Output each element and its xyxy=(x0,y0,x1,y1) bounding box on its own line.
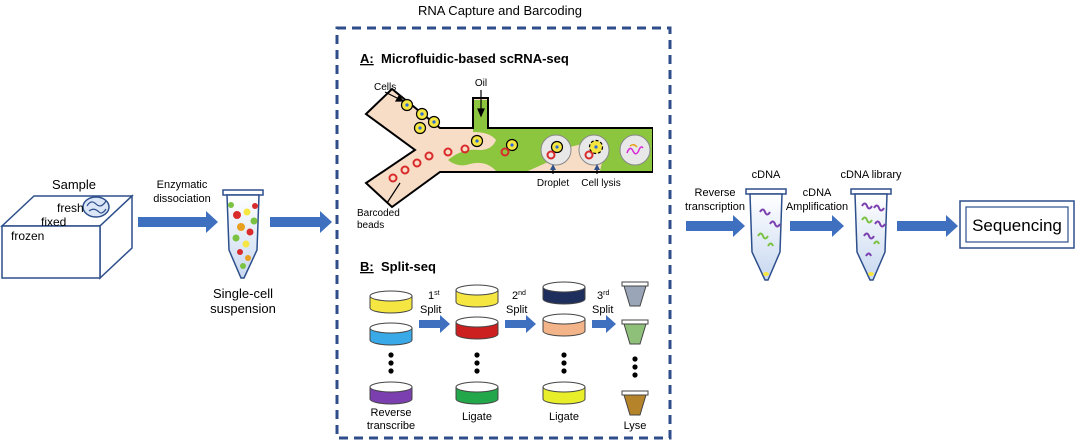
lysis-label: Cell lysis xyxy=(581,178,620,189)
ligate-label-1: Ligate xyxy=(462,411,492,423)
oil-label: Oil xyxy=(475,78,487,89)
split-2-word: Split xyxy=(506,304,527,316)
dissociation-label-1: Enzymatic xyxy=(157,179,208,191)
split-column-4 xyxy=(621,281,649,416)
sample-label: Sample xyxy=(52,177,96,192)
reverse-transcribe-label-2: transcribe xyxy=(367,420,415,432)
beads-label-2: beads xyxy=(357,220,384,231)
ellipsis-dots xyxy=(388,352,638,378)
panel-b-letter: B: xyxy=(360,259,374,274)
diagram-title: RNA Capture and Barcoding xyxy=(418,3,582,18)
suspension-label-1: Single-cell xyxy=(213,286,273,301)
ligate-label-2: Ligate xyxy=(549,411,579,423)
arrow-to-sequencing xyxy=(897,215,958,237)
split-1-word: Split xyxy=(420,304,441,316)
panel-a-letter: A: xyxy=(360,51,374,66)
split-3-word: Split xyxy=(592,304,613,316)
split-column-1 xyxy=(369,290,413,405)
cells-label: Cells xyxy=(374,82,396,93)
state-fixed: fixed xyxy=(41,215,66,229)
suspension-tube xyxy=(222,189,264,279)
droplet-label: Droplet xyxy=(537,178,569,189)
dissociation-label-2: dissociation xyxy=(153,193,210,205)
arrow-to-dissociation xyxy=(138,211,218,233)
sequencing-label: Sequencing xyxy=(972,216,1062,235)
reverse-transcription-label-2: transcription xyxy=(685,201,745,213)
flow-arrows xyxy=(138,211,958,237)
sample-block xyxy=(0,194,134,280)
split-3-label: 3rd xyxy=(597,290,609,302)
split-arrows xyxy=(419,315,616,333)
split-1-label: 1st xyxy=(428,290,440,302)
state-fresh: fresh xyxy=(57,201,84,215)
panel-a-title: Microfluidic-based scRNA-seq xyxy=(381,51,569,66)
microfluidic-channel xyxy=(364,87,653,209)
capture-barcoding-box xyxy=(335,26,672,440)
suspension-label-2: suspension xyxy=(210,301,276,316)
beads-label-1: Barcoded xyxy=(357,208,400,219)
reverse-transcription-label-1: Reverse xyxy=(695,187,736,199)
panel-a-pointers xyxy=(384,90,600,204)
lyse-label: Lyse xyxy=(624,420,647,432)
cdna-library-label: cDNA library xyxy=(840,169,902,181)
arrow-to-rt xyxy=(686,215,745,237)
amplification-label-2: Amplification xyxy=(786,201,848,213)
panel-b-title: Split-seq xyxy=(381,259,436,274)
split-column-2 xyxy=(455,284,499,405)
split-2-label: 2nd xyxy=(512,290,526,302)
cdna-tube xyxy=(745,188,787,281)
cdna-library-tube xyxy=(850,188,892,281)
arrow-to-capture xyxy=(270,211,332,233)
split-column-3 xyxy=(542,281,586,405)
amplification-label-1: cDNA xyxy=(803,187,832,199)
sequencing-box xyxy=(959,200,1075,249)
arrow-to-amplification xyxy=(790,215,844,237)
tissue-icon xyxy=(82,196,110,218)
state-frozen: frozen xyxy=(11,229,44,243)
cdna-label: cDNA xyxy=(752,169,781,181)
reverse-transcribe-label-1: Reverse xyxy=(371,407,412,419)
